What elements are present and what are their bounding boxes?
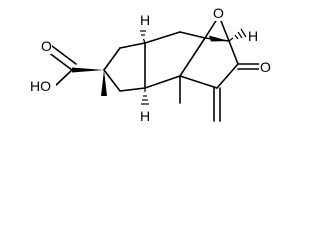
atom-labels: HO O O O H H H: [28, 5, 273, 124]
bond-methylene-carbon-to-methyl-carbon: [179, 75, 218, 89]
hashed-bond-bottom-hydrogen: [141, 88, 149, 105]
bond-top-ring-to-junction: [119, 42, 146, 49]
bond-ketone-carbon-to-methylene-carbon: [216, 63, 239, 89]
bond-acid-c-o-double-a: [47, 51, 73, 71]
carboxyl-oxygen-label: O: [41, 38, 52, 54]
bond-epoxide-carbon-to-methyl-carbon: [179, 37, 206, 77]
bond-acid-c-o-single: [54, 69, 73, 87]
bond-acid-c-o-double-b: [51, 45, 77, 65]
hydroxyl-label: HO: [30, 78, 51, 94]
bond-methyl-carbon-to-lower-junction: [144, 75, 181, 89]
bottom-hydrogen-label: H: [140, 108, 150, 124]
wedge-bond-acid-carbon: [72, 67, 104, 73]
bond-junction-to-ch2: [144, 31, 181, 44]
wedge-bond-quaternary-methyl: [101, 70, 107, 96]
molecule-diagram: HO O O O H H H: [28, 5, 273, 124]
epoxide-oxygen-label: O: [213, 5, 224, 21]
bond-ring-carbon-to-ketone-carbon: [228, 40, 239, 65]
bond-quaternary-c-to-top-ring: [103, 47, 121, 71]
top-left-hydrogen-label: H: [140, 12, 150, 28]
bond-ch2-to-epoxide-carbon: [179, 31, 206, 39]
top-right-hydrogen-label: H: [248, 28, 258, 44]
wedge-bond-epoxide: [209, 35, 229, 42]
bond-lower-junction-to-bottom-ring: [119, 87, 146, 92]
bond-bottom-ring-to-quaternary-c: [103, 69, 121, 92]
ketone-oxygen-label: O: [260, 59, 271, 75]
hashed-bond-top-left-hydrogen: [139, 26, 147, 44]
hashed-bond-epoxide-hydrogen: [228, 28, 247, 42]
